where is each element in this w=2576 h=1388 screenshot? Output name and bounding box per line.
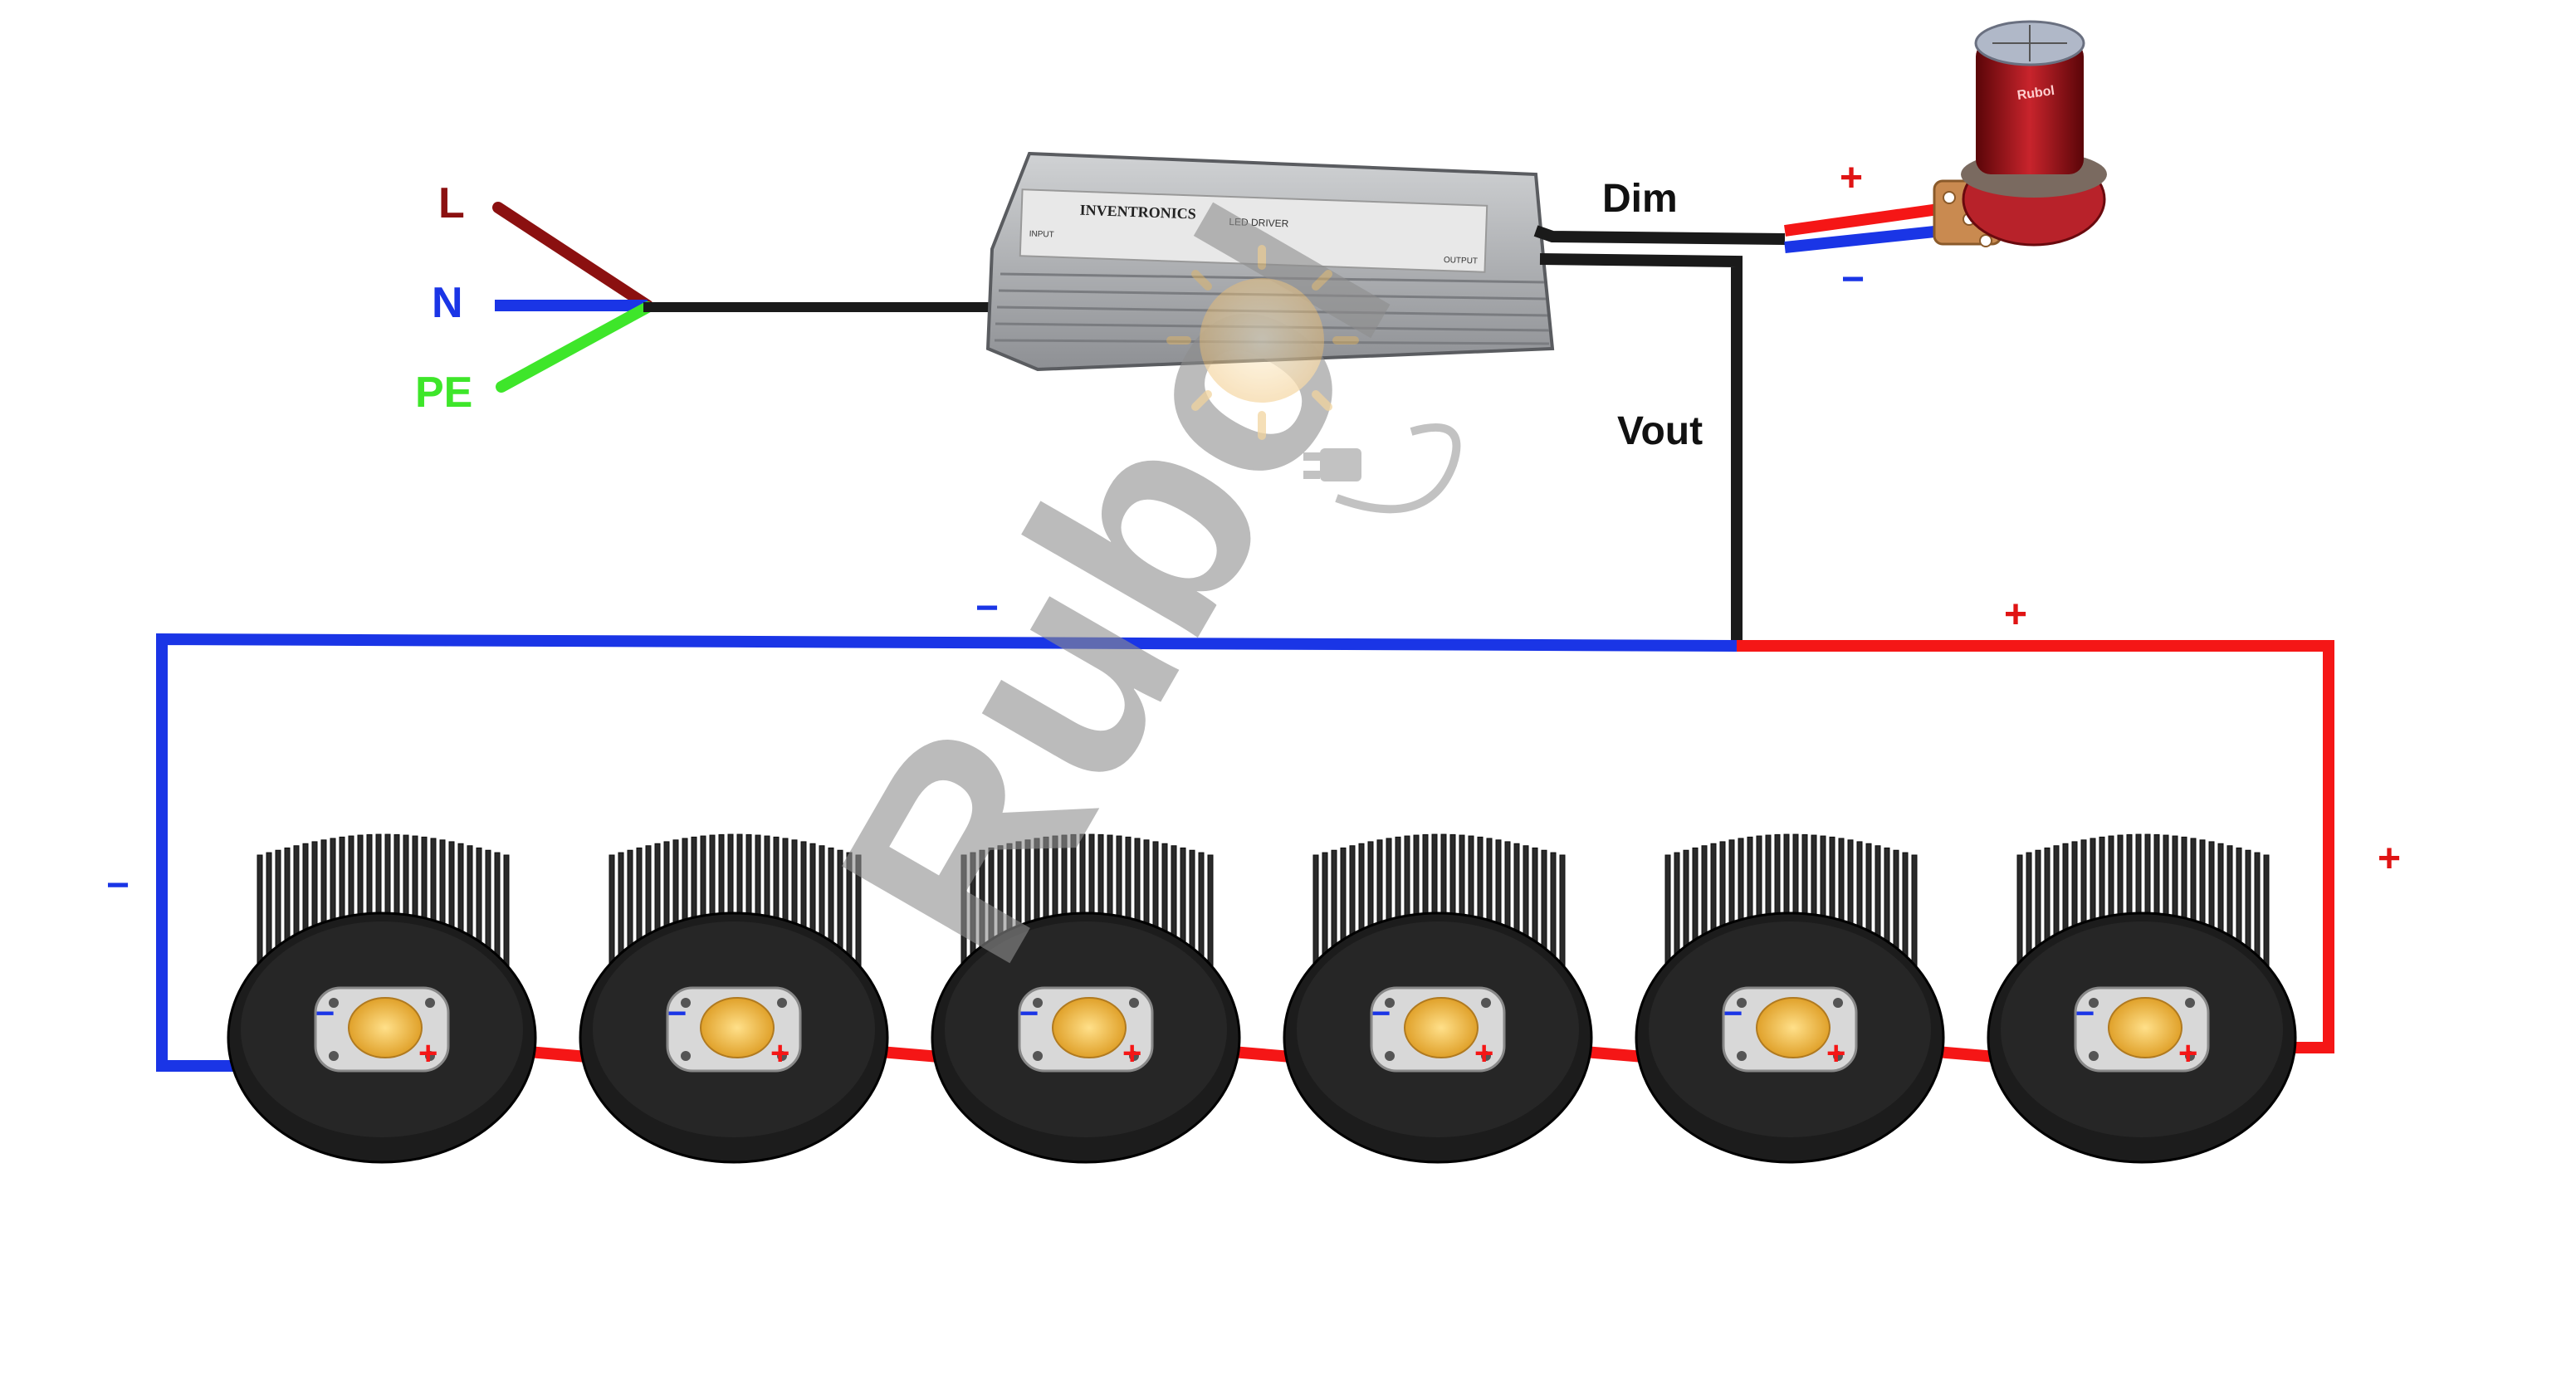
- module-minus-sign: −: [667, 995, 687, 1032]
- screw-icon: [1737, 998, 1747, 1008]
- cob-chip: [2108, 997, 2183, 1058]
- dim-label: Dim: [1602, 177, 1678, 221]
- module-minus-sign: −: [1371, 995, 1391, 1032]
- screw-icon: [1385, 998, 1395, 1008]
- vout-circuit: Vout: [1539, 253, 1743, 643]
- screw-icon: [1129, 998, 1139, 1008]
- screw-icon: [425, 1051, 435, 1061]
- live-label: L: [438, 179, 465, 227]
- module-plus-sign: +: [1474, 1035, 1493, 1072]
- screw-icon: [1833, 1051, 1843, 1061]
- cob-chip: [348, 997, 423, 1058]
- module-minus-sign: −: [315, 995, 335, 1032]
- screw-icon: [329, 998, 339, 1008]
- earth-label: PE: [415, 369, 472, 417]
- cob-chip: [700, 997, 775, 1058]
- heatsink-fin: [2263, 854, 2270, 980]
- dim-positive-wire: [1784, 203, 1939, 237]
- cob-chip: [1404, 997, 1479, 1058]
- screw-icon: [2089, 998, 2099, 1008]
- dim-plus-sign: +: [1840, 156, 1863, 200]
- heatsink-fin: [1559, 854, 1566, 980]
- watermark-sun-icon: [1166, 245, 1359, 440]
- live-wire: [492, 202, 653, 311]
- pot-knob: [1976, 42, 2084, 174]
- screw-icon: [1033, 998, 1043, 1008]
- module-plus-sign: +: [1122, 1035, 1141, 1072]
- screw-icon: [1129, 1051, 1139, 1061]
- negative-bus-sign: −: [975, 586, 999, 630]
- watermark-plug-icon: [1303, 423, 1461, 514]
- led-module: −+: [1283, 833, 1593, 1164]
- driver-label-plate: [1019, 188, 1488, 273]
- positive-bus-sign: +: [2004, 593, 2027, 637]
- heatsink-fin: [1911, 854, 1918, 980]
- screw-icon: [777, 1051, 787, 1061]
- dim-cable: [1533, 225, 1786, 245]
- heatsink-fin: [1207, 854, 1214, 980]
- cob-chip: [1756, 997, 1831, 1058]
- driver-brand: INVENTRONICS: [1079, 202, 1196, 222]
- screw-icon: [2089, 1051, 2099, 1061]
- dim-minus-sign: −: [1841, 257, 1865, 301]
- led-module: −+: [931, 833, 1241, 1164]
- screw-icon: [681, 1051, 691, 1061]
- screw-icon: [681, 998, 691, 1008]
- pot-brand: Rubol: [2016, 84, 2055, 103]
- neutral-label: N: [432, 279, 463, 327]
- heatsink-fin: [503, 854, 510, 980]
- dim-negative-wire: [1784, 225, 1943, 253]
- module-plus-sign: +: [2178, 1035, 2197, 1072]
- module-plus-sign: +: [1826, 1035, 1845, 1072]
- cob-chip: [1052, 997, 1127, 1058]
- screw-icon: [2185, 998, 2195, 1008]
- positive-side-sign: +: [2378, 837, 2401, 881]
- mains-input: L N PE: [415, 179, 996, 417]
- screw-icon: [1833, 998, 1843, 1008]
- driver-input-label: INPUT: [1029, 230, 1054, 240]
- module-minus-sign: −: [1019, 995, 1039, 1032]
- module-minus-sign: −: [2075, 995, 2095, 1032]
- driver-output-label: OUTPUT: [1444, 256, 1478, 266]
- vout-label: Vout: [1617, 409, 1703, 453]
- module-plus-sign: +: [418, 1035, 437, 1072]
- screw-icon: [1737, 1051, 1747, 1061]
- led-module: −+: [227, 833, 537, 1164]
- led-driver: INVENTRONICS LED DRIVER INPUT OUTPUT: [985, 151, 1555, 372]
- screw-icon: [2185, 1051, 2195, 1061]
- driver-type: LED DRIVER: [1229, 216, 1289, 230]
- module-plus-sign: +: [770, 1035, 789, 1072]
- screw-icon: [1033, 1051, 1043, 1061]
- screw-icon: [329, 1051, 339, 1061]
- screw-icon: [1385, 1051, 1395, 1061]
- led-module: −+: [1987, 833, 2297, 1164]
- negative-side-sign: −: [106, 863, 130, 907]
- screw-icon: [425, 998, 435, 1008]
- screw-icon: [777, 998, 787, 1008]
- vout-cable: [1539, 253, 1743, 643]
- module-minus-sign: −: [1723, 995, 1743, 1032]
- led-modules: −+−+−+−+−+−+: [227, 833, 2297, 1164]
- led-module: −+: [1635, 833, 1945, 1164]
- screw-icon: [1481, 1051, 1491, 1061]
- screw-icon: [1481, 998, 1491, 1008]
- led-module: −+: [579, 833, 889, 1164]
- earth-wire: [496, 301, 653, 393]
- potentiometer: Rubol: [1933, 20, 2107, 247]
- dim-circuit: Dim + − Rubol: [1533, 20, 2107, 301]
